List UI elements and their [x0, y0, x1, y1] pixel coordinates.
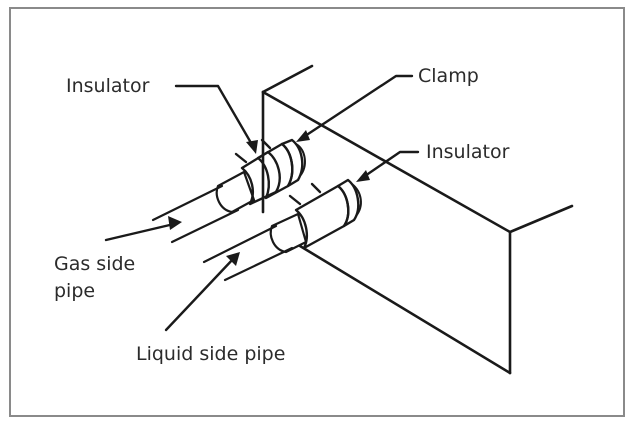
insulator-top-arrowhead — [246, 140, 258, 154]
insulator-right-leader — [360, 150, 420, 180]
insulator-right-arrowhead — [356, 170, 370, 182]
gas-side-pipe-leader — [104, 222, 176, 242]
liquid-pipe-line-bottom — [223, 246, 294, 282]
clamp-leader — [300, 74, 414, 140]
label-clamp: Clamp — [418, 65, 479, 87]
insulator-top-leader — [174, 84, 256, 150]
liquid-pipe-flare — [269, 212, 308, 254]
label-gas-side-pipe-2: pipe — [54, 280, 95, 302]
liquid-pipe-line-top — [202, 224, 278, 264]
gas-side-pipe — [151, 138, 306, 244]
diagram-frame — [9, 7, 625, 417]
clamp-arrowhead — [296, 130, 310, 142]
gas-pipe-line-bottom — [170, 208, 240, 244]
label-gas-side-pipe-1: Gas side — [54, 253, 135, 275]
leader-lines — [104, 74, 420, 332]
label-liquid-side-pipe: Liquid side pipe — [136, 343, 285, 365]
liquid-side-pipe — [202, 178, 362, 282]
label-insulator-right: Insulator — [426, 141, 510, 163]
gas-pipe-insulator-end — [280, 138, 304, 188]
label-insulator-top: Insulator — [66, 75, 150, 97]
gas-pipe-line-top — [151, 184, 224, 222]
liquid-side-pipe-leader — [164, 256, 236, 332]
liquid-side-pipe-arrowhead — [226, 252, 240, 266]
gas-side-pipe-arrowhead — [168, 216, 182, 230]
